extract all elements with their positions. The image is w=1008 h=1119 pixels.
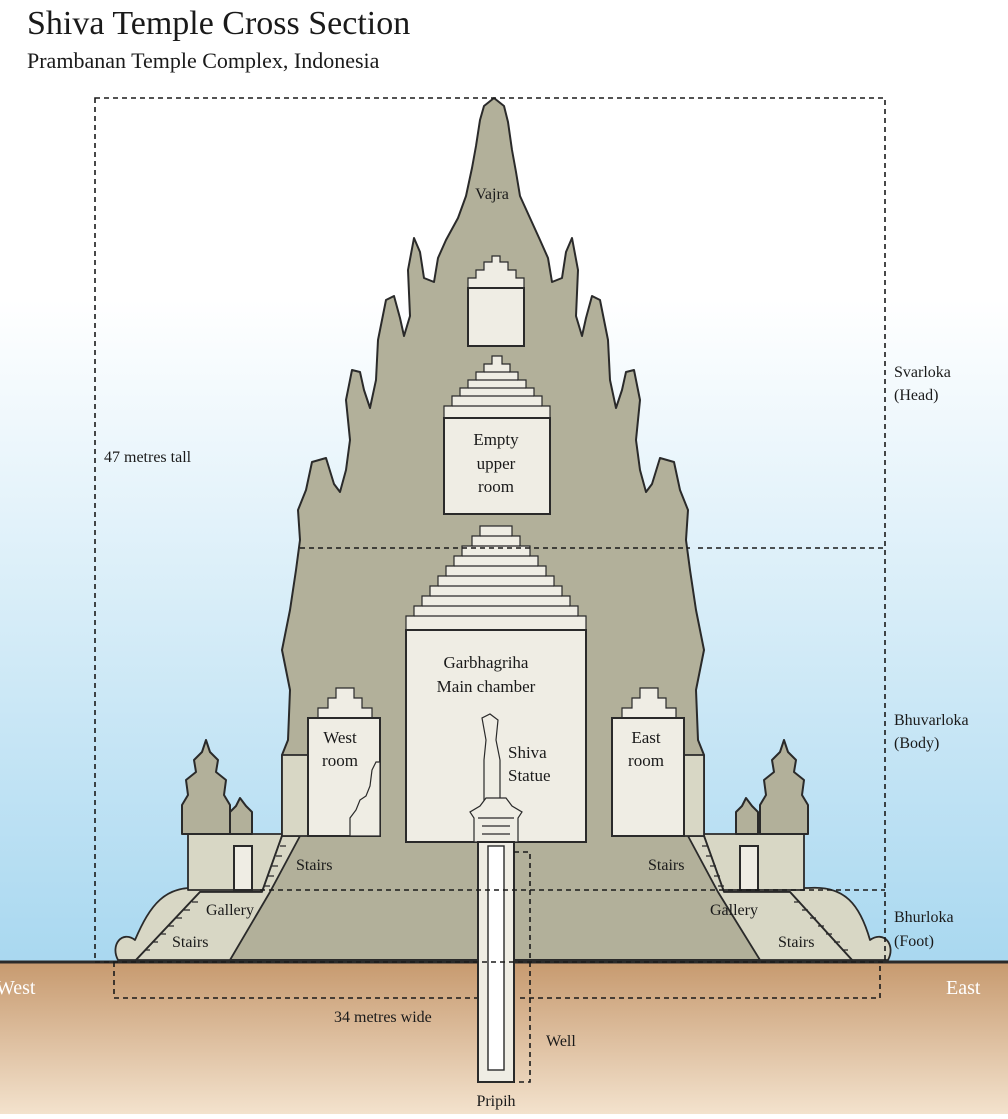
east-room xyxy=(611,687,685,837)
page-title: Shiva Temple Cross Section xyxy=(27,5,410,42)
well-inner xyxy=(487,845,505,1071)
main-chamber-label: Main chamber xyxy=(437,677,536,696)
east-corner-shrine xyxy=(759,739,809,835)
east-gallery-label: Gallery xyxy=(710,902,758,919)
west-gate-shrine xyxy=(229,797,253,835)
main-chamber-roof xyxy=(405,525,587,631)
page-subtitle: Prambanan Temple Complex, Indonesia xyxy=(27,48,380,73)
shiva-statue-label-2: Statue xyxy=(508,766,551,785)
east-direction-label: East xyxy=(946,977,981,999)
west-lower-stairs-label: Stairs xyxy=(172,934,208,951)
shiva-statue-pedestal xyxy=(469,797,523,843)
bhurloka-gloss: (Foot) xyxy=(894,933,934,950)
width-label: 34 metres wide xyxy=(334,1009,432,1026)
foundation-outline-right xyxy=(520,962,881,999)
west-gallery-label: Gallery xyxy=(206,902,254,919)
well-dashed-outline xyxy=(514,851,531,1083)
east-room-label-1: East xyxy=(631,728,661,747)
west-body-wall xyxy=(281,754,311,837)
shiva-statue-figure xyxy=(481,713,501,801)
svarloka-label: Svarloka xyxy=(894,364,951,381)
east-lower-stairs-label: Stairs xyxy=(778,934,814,951)
east-body-wall xyxy=(681,754,705,837)
top-small-room xyxy=(467,255,525,347)
east-stair-steps xyxy=(702,845,848,951)
west-corner-shrine xyxy=(181,739,231,835)
garbhagriha-label: Garbhagriha xyxy=(444,653,529,672)
overall-height-frame xyxy=(94,97,886,963)
empty-upper-room xyxy=(443,355,551,515)
main-chamber xyxy=(405,525,587,843)
east-upper-stairs-label: Stairs xyxy=(648,857,684,874)
east-gate-shrine xyxy=(735,797,759,835)
vajra-label: Vajra xyxy=(475,186,509,203)
foundation-outline xyxy=(113,962,480,999)
west-room-label-1: West xyxy=(323,728,357,747)
pripih-label: Pripih xyxy=(476,1093,515,1110)
west-direction-label: West xyxy=(0,977,36,999)
east-room-label-2: room xyxy=(628,751,664,770)
empty-room-label-1: Empty xyxy=(473,430,519,449)
west-room xyxy=(307,687,381,837)
shiva-statue-label-1: Shiva xyxy=(508,743,547,762)
svarloka-gloss: (Head) xyxy=(894,387,938,404)
west-gate-opening xyxy=(233,845,253,891)
west-room-statue xyxy=(349,761,381,837)
west-stair-steps xyxy=(145,845,286,951)
west-room-label-2: room xyxy=(322,751,358,770)
east-gate-opening xyxy=(739,845,759,891)
bhurloka-label: Bhurloka xyxy=(894,909,954,926)
well-label: Well xyxy=(546,1033,576,1050)
bhuvarloka-gloss: (Body) xyxy=(894,735,939,752)
height-label: 47 metres tall xyxy=(104,449,192,466)
west-upper-stairs-label: Stairs xyxy=(296,857,332,874)
empty-room-label-3: room xyxy=(478,477,514,496)
empty-room-label-2: upper xyxy=(477,454,516,473)
bhuvarloka-label: Bhuvarloka xyxy=(894,712,969,729)
